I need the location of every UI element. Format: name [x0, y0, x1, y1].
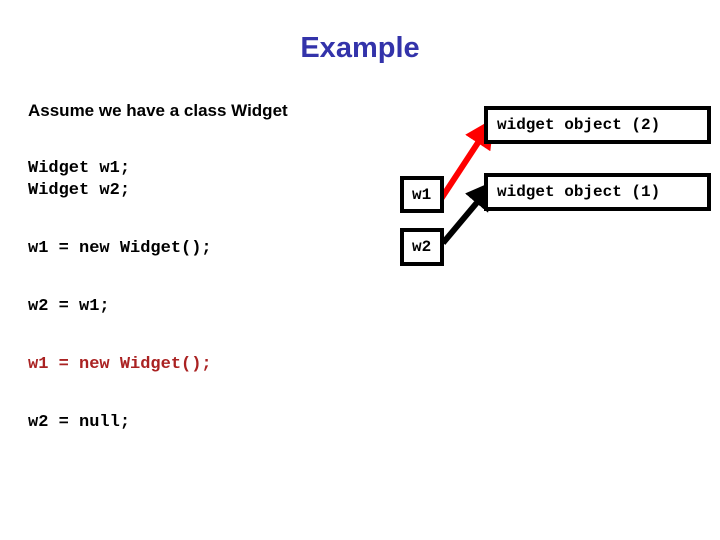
- box-widget-object-1: widget object (1): [484, 173, 711, 211]
- code-line-assign-w2-w1: w2 = w1;: [28, 297, 110, 316]
- arrow-w1-to-object-2: [438, 117, 495, 201]
- spacer: [28, 122, 368, 158]
- code-line-assign-w2-null: w2 = null;: [28, 413, 131, 432]
- code-line-declare-w1: Widget w1;: [28, 159, 131, 178]
- box-widget-object-1-label: widget object (1): [497, 183, 661, 201]
- code-line-assign-w1-new: w1 = new Widget();: [28, 239, 212, 258]
- spacer: [28, 202, 368, 238]
- object-reference-diagram: widget object (2) w1 widget object (1) w…: [390, 95, 720, 295]
- code-line-reassign-w1-new: w1 = new Widget();: [28, 355, 212, 374]
- spacer: [28, 376, 368, 412]
- assumption-text: Assume we have a class Widget: [28, 101, 288, 120]
- box-variable-w1: w1: [400, 176, 444, 213]
- box-variable-w2: w2: [400, 228, 444, 266]
- page-title: Example: [300, 32, 420, 64]
- code-column: Assume we have a class Widget Widget w1;…: [28, 100, 368, 434]
- box-variable-w2-label: w2: [412, 238, 432, 256]
- box-variable-w1-label: w1: [412, 185, 432, 204]
- box-widget-object-2-label: widget object (2): [497, 116, 661, 134]
- spacer: [28, 260, 368, 296]
- arrow-w2-to-object-1: [440, 180, 496, 245]
- box-widget-object-2: widget object (2): [484, 106, 711, 144]
- spacer: [28, 318, 368, 354]
- code-line-declare-w2: Widget w2;: [28, 181, 131, 200]
